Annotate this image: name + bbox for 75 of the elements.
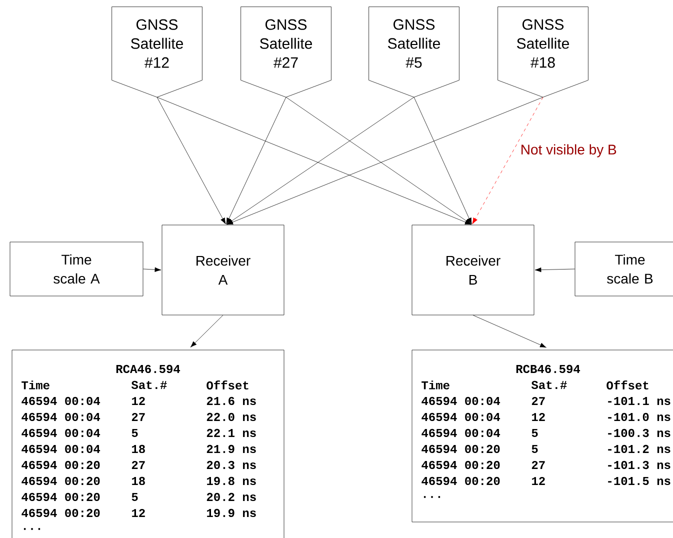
table-cell: 46594 00:20: [22, 492, 100, 502]
table-cell: 46594 00:20: [422, 444, 500, 454]
table-cell: 46594 00:20: [422, 476, 500, 486]
table-cell: -101.2 ns: [608, 444, 670, 454]
table-cell: 27: [132, 412, 145, 421]
table-cell: ...: [424, 496, 440, 498]
table-cell: 21.6 ns: [206, 396, 256, 406]
arrow: [156, 97, 226, 224]
time-scale-box: Time scale A: [10, 242, 144, 296]
table-cell: 18: [132, 444, 145, 454]
arrow: [226, 97, 414, 224]
column-header: Sat.#: [531, 380, 567, 390]
edge-label: Not visible by B: [519, 143, 618, 158]
column-header: Offset: [206, 380, 248, 390]
table-cell: 46594 00:04: [422, 428, 500, 438]
table-cell: 46594 00:04: [422, 412, 500, 422]
arrow: [472, 97, 544, 224]
table-cell: 12: [532, 412, 545, 421]
table-cell: 21.9 ns: [206, 444, 256, 454]
receiver-box: Receiver B: [412, 224, 534, 316]
time-scale-box: Time scale B: [574, 242, 673, 296]
table-cell: -101.0 ns: [608, 412, 670, 422]
table-cell: 46594 00:04: [22, 396, 100, 406]
satellite-box: GNSS Satellite #5: [368, 6, 460, 98]
table-cell: -100.3 ns: [608, 428, 670, 438]
table-cell: 46594 00:04: [22, 428, 100, 438]
table-title: RCB46.594: [516, 364, 580, 374]
column-header: Time: [22, 380, 50, 390]
table-cell: 22.0 ns: [206, 412, 256, 422]
arrow: [226, 97, 286, 224]
table-cell: -101.5 ns: [608, 476, 670, 486]
receiver-box: Receiver A: [162, 224, 284, 316]
arrow: [286, 97, 472, 224]
column-header: Time: [422, 380, 450, 390]
table-cell: 27: [132, 460, 145, 469]
table-cell: 12: [132, 508, 145, 517]
column-header: Sat.#: [131, 380, 167, 390]
table-cell: 27: [532, 396, 545, 405]
table-cell: -101.1 ns: [608, 396, 670, 406]
arrow: [143, 267, 162, 272]
table-cell: 5: [532, 444, 538, 453]
table-cell: 46594 00:04: [22, 444, 100, 454]
arrow: [414, 97, 472, 224]
table-cell: 46594 00:04: [22, 412, 100, 422]
table-cell: 5: [532, 428, 538, 437]
satellite-box: GNSS Satellite #12: [112, 6, 202, 98]
table-cell: ...: [24, 528, 40, 530]
data-table: [412, 350, 673, 522]
table-cell: 46594 00:20: [422, 460, 500, 470]
arrow: [156, 97, 472, 225]
table-cell: 19.9 ns: [207, 508, 256, 518]
arrow: [472, 315, 546, 348]
arrow: [226, 97, 544, 225]
data-table: [12, 350, 284, 538]
table-title: RCA46.594: [116, 364, 180, 374]
column-header: Offset: [606, 380, 648, 390]
table-cell: 20.3 ns: [206, 460, 256, 470]
arrow: [190, 315, 224, 348]
table-cell: 46594 00:04: [422, 396, 500, 406]
table-cell: 46594 00:20: [22, 508, 100, 518]
table-cell: 12: [532, 476, 545, 485]
table-cell: 46594 00:20: [22, 460, 100, 470]
table-cell: 20.2 ns: [206, 492, 256, 502]
table-cell: 18: [132, 476, 145, 486]
table-cell: 19.8 ns: [207, 476, 256, 486]
satellite-box: GNSS Satellite #18: [498, 6, 588, 98]
table-cell: 5: [132, 428, 138, 437]
arrow: [534, 267, 575, 272]
table-cell: -101.3 ns: [608, 460, 670, 470]
table-cell: 5: [132, 492, 138, 501]
table-cell: 22.1 ns: [206, 428, 256, 438]
table-cell: 27: [532, 460, 545, 469]
table-cell: 12: [132, 396, 145, 405]
satellite-box: GNSS Satellite #27: [240, 6, 332, 98]
table-cell: 46594 00:20: [22, 476, 100, 486]
